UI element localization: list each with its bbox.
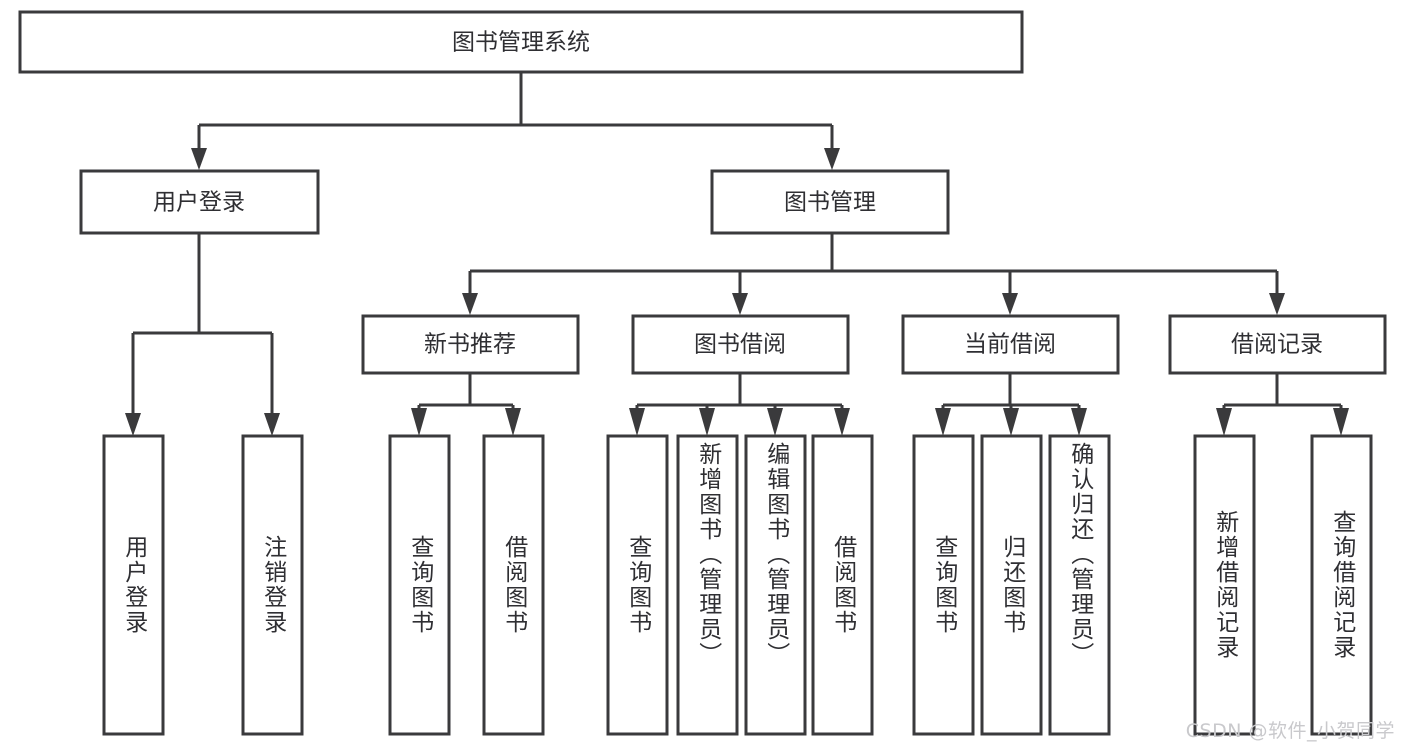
node-user-login-label: 用户登录 (153, 190, 245, 216)
node-current-borrow[interactable]: 当前借阅 (901, 314, 1120, 375)
connector-current-borrow-to-leaves (935, 373, 1087, 436)
leaf-box-borrow-book-2[interactable] (811, 434, 874, 736)
connector-book-manage-to-level3 (462, 234, 1285, 315)
node-current-borrow-label: 当前借阅 (964, 332, 1056, 358)
leaf-boxes-new-book-recommend (388, 434, 545, 736)
connector-book-borrow-to-leaves (629, 373, 850, 436)
node-new-book-recommend[interactable]: 新书推荐 (361, 314, 580, 375)
leaf-box-add-book[interactable] (676, 434, 739, 736)
leaf-box-query-book-1[interactable] (388, 434, 451, 736)
leaf-box-logout[interactable] (241, 434, 304, 736)
node-root-system-label: 图书管理系统 (452, 30, 590, 56)
node-borrow-record-label: 借阅记录 (1231, 332, 1323, 358)
leaf-box-return-book[interactable] (980, 434, 1043, 736)
node-user-login[interactable]: 用户登录 (79, 169, 320, 235)
node-book-manage-label: 图书管理 (784, 190, 876, 216)
leaf-boxes-borrow-record (1193, 434, 1373, 736)
node-book-manage[interactable]: 图书管理 (710, 169, 950, 235)
connector-root-to-level2 (191, 72, 840, 170)
leaf-box-query-book-3[interactable] (912, 434, 975, 736)
leaf-boxes-book-borrow (606, 434, 874, 736)
leaf-box-add-record[interactable] (1193, 434, 1256, 736)
connector-new-book-recommend-to-leaves (411, 373, 521, 436)
node-book-borrow-label: 图书借阅 (694, 332, 786, 358)
connector-user-login-to-leaves (125, 234, 280, 436)
leaf-boxes-user-login (102, 434, 304, 736)
leaf-box-confirm-return[interactable] (1048, 434, 1111, 736)
node-book-borrow[interactable]: 图书借阅 (631, 314, 850, 375)
leaf-box-query-book-2[interactable] (606, 434, 669, 736)
connector-borrow-record-to-leaves (1216, 373, 1349, 436)
node-new-book-recommend-label: 新书推荐 (424, 332, 516, 358)
node-borrow-record[interactable]: 借阅记录 (1168, 314, 1387, 375)
watermark-text: CSDN @软件_小贺同学 (1185, 720, 1395, 742)
leaf-boxes-current-borrow (912, 434, 1111, 736)
leaf-box-borrow-book-1[interactable] (482, 434, 545, 736)
leaf-box-edit-book[interactable] (744, 434, 807, 736)
leaf-box-query-record[interactable] (1310, 434, 1373, 736)
leaf-box-user-login[interactable] (102, 434, 165, 736)
node-root-system[interactable]: 图书管理系统 (18, 10, 1024, 74)
